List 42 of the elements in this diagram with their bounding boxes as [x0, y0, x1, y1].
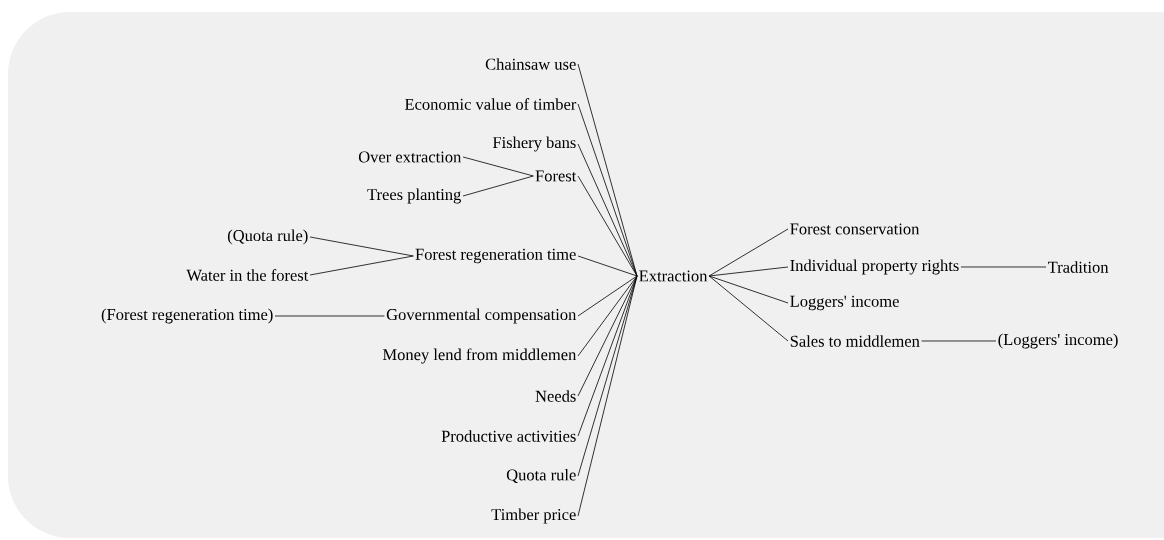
variable-label: Productive activities [441, 430, 576, 442]
connector-line [708, 266, 789, 277]
connector-line [577, 275, 638, 517]
connector-line [577, 255, 638, 277]
variable-label: Fishery bans [492, 136, 576, 152]
variable-label: Forest conservation [790, 223, 920, 235]
connector-line [462, 175, 534, 197]
connector-line [577, 175, 638, 277]
variable-label: Needs [535, 390, 576, 402]
variable-label: Chainsaw use [485, 58, 576, 70]
connector-line [274, 315, 385, 317]
connector-line [960, 266, 1047, 268]
variable-label: Forest regeneration time [415, 248, 576, 264]
connector-line [708, 228, 789, 277]
variable-label: Sales to middlemen [790, 335, 920, 347]
variable-label: Forest [535, 170, 577, 182]
connector-line [577, 103, 638, 277]
variable-label: Governmental compensation [386, 308, 577, 324]
connector-line [577, 275, 638, 357]
connector-line [577, 143, 638, 277]
variable-label: Loggers' income [790, 295, 899, 311]
connector-line [577, 275, 638, 317]
connector-line [309, 255, 414, 276]
variable-label: Extraction [639, 270, 708, 282]
variable-label: Individual property rights [790, 259, 959, 275]
connector-line [921, 340, 997, 342]
variable-label: Timber price [491, 508, 576, 524]
connector-line [462, 156, 534, 177]
connector-line [577, 275, 638, 437]
variable-label: (Forest regeneration time) [101, 308, 273, 324]
variable-label: Quota rule [506, 468, 576, 484]
variable-label: Economic value of timber [404, 98, 577, 110]
connector-line [708, 275, 789, 304]
connector-line [309, 236, 414, 257]
connector-line [708, 275, 789, 342]
variable-label: Trees planting [367, 188, 461, 204]
variable-label: (Quota rule) [227, 229, 308, 245]
variable-label: (Loggers' income) [998, 333, 1118, 349]
variable-label: Water in the forest [186, 269, 309, 281]
variable-label: Tradition [1048, 261, 1109, 273]
variable-label: Money lend from middlemen [382, 348, 577, 364]
variable-label: Over extraction [358, 151, 462, 163]
